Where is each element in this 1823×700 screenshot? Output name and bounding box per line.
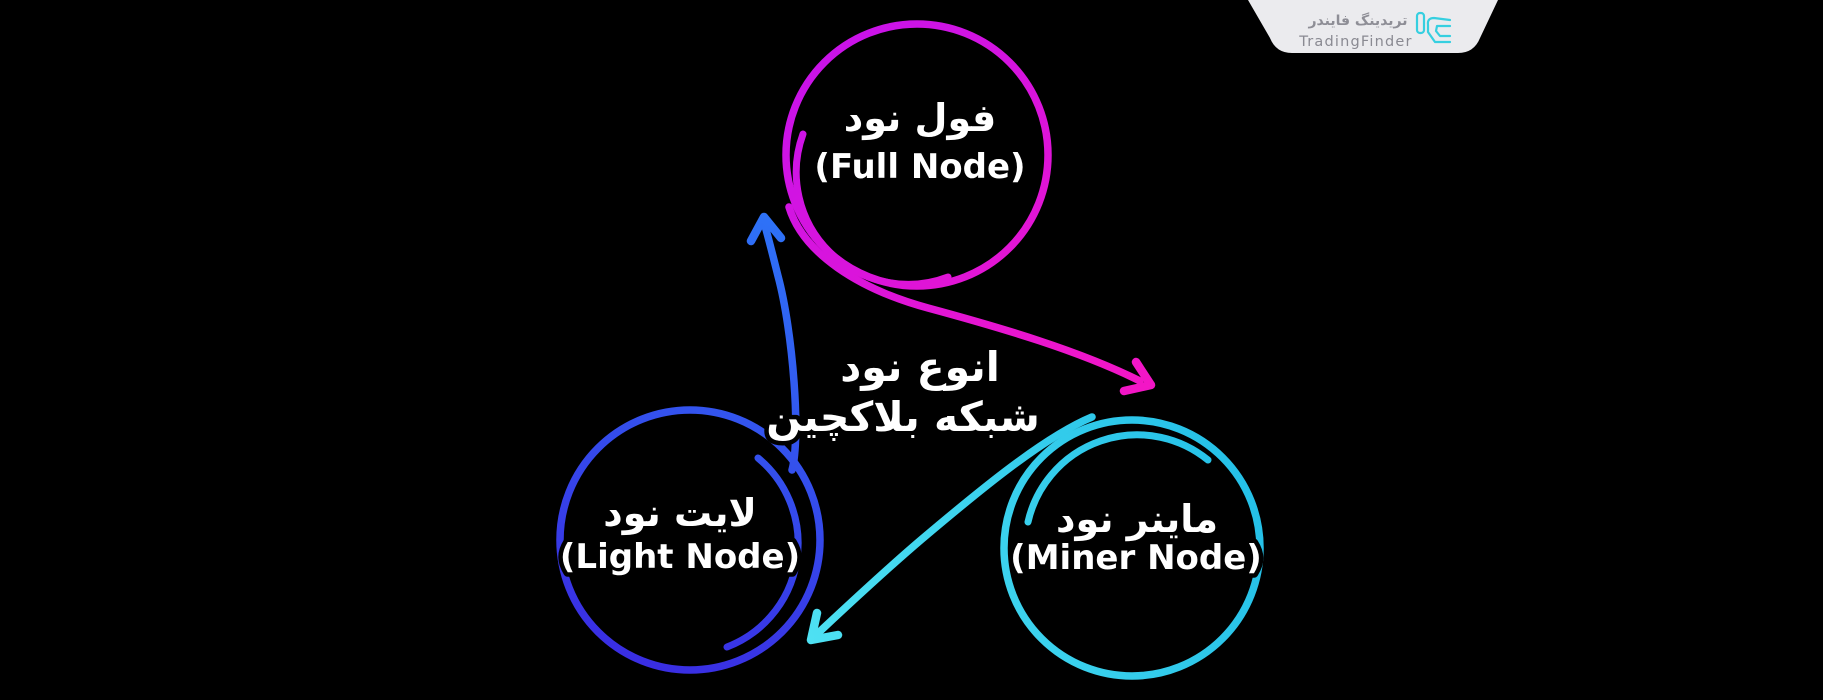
arrow-light-to-full-curve — [761, 222, 800, 474]
full-node-label-en: (Full Node) — [814, 147, 1025, 187]
full-node-labels: فول نود (Full Node) — [810, 92, 1030, 192]
miner-node-group — [1000, 416, 1264, 680]
full-node-inner-arc — [792, 130, 952, 288]
arrow-miner-to-light-curve — [812, 413, 1096, 639]
arrow-full-to-miner-curve — [785, 203, 1144, 385]
arrowhead-icon — [746, 212, 786, 246]
light-node-label-en: (Light Node) — [560, 537, 800, 577]
arrowhead-icon — [1119, 357, 1156, 396]
arrow-miner-to-light — [806, 413, 1096, 645]
miner-node-label-fa: ماینر نود — [1056, 497, 1218, 541]
full-node-group — [782, 20, 1052, 290]
light-node-inner-arc — [723, 454, 802, 651]
diagram-title-line2: شبکه بلاکچین — [766, 393, 1040, 442]
light-node-group — [556, 406, 824, 674]
full-node-label-fa: فول نود — [844, 96, 997, 140]
miner-node-circle — [1000, 416, 1264, 680]
arrowhead-icon — [806, 608, 843, 645]
diagram-title-line1: انوع نود — [840, 343, 1000, 391]
brand-name-en: TradingFinder — [1298, 34, 1412, 50]
light-node-labels: لایت نود (Light Node) — [555, 487, 804, 582]
brand-plate-group: تریدینگ فایندر TradingFinder — [1248, 0, 1498, 53]
tradingfinder-logo-icon — [1415, 11, 1452, 44]
arrow-full-to-miner — [785, 203, 1156, 396]
diagram-title: انوع نود شبکه بلاکچین — [762, 339, 1045, 447]
light-node-circle — [556, 406, 824, 674]
miner-node-label-en: (Miner Node) — [1010, 538, 1262, 578]
brand-plate — [1248, 0, 1498, 53]
arrow-light-to-full — [746, 212, 800, 474]
brand-name-fa: تریدینگ فایندر — [1307, 12, 1407, 29]
miner-node-inner-arc — [1024, 431, 1212, 526]
light-node-label-fa: لایت نود — [603, 491, 757, 535]
miner-node-labels: ماینر نود (Miner Node) — [1006, 493, 1267, 583]
